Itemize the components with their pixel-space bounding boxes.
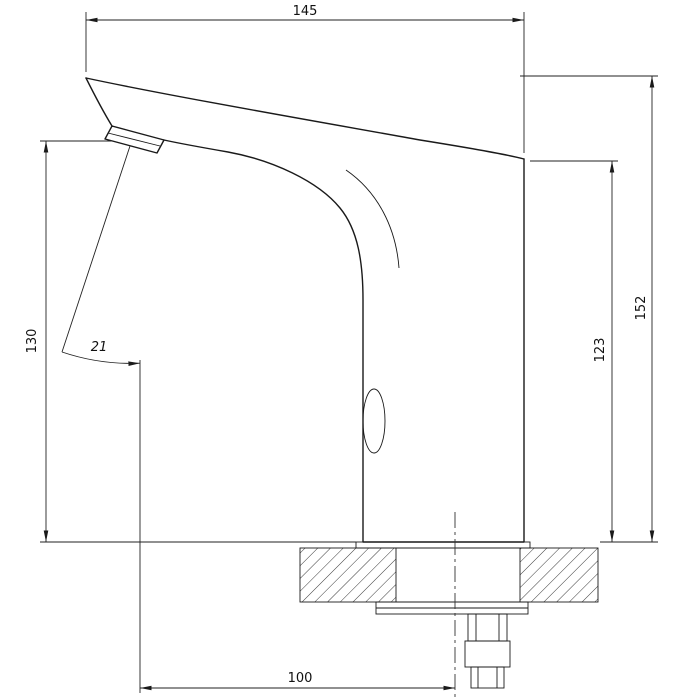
dim-body-height: 123 xyxy=(530,160,618,542)
deck-hatch-left xyxy=(300,548,396,602)
dim-body-height-label: 123 xyxy=(593,338,608,363)
spout-underside xyxy=(85,77,113,127)
sensor-window xyxy=(362,388,386,454)
dim-overall-height: 152 xyxy=(520,75,658,543)
aerator xyxy=(104,125,165,154)
body-outline xyxy=(163,139,525,543)
supply-connector xyxy=(470,666,505,689)
dim-overall-length-label: 145 xyxy=(293,4,318,19)
spout-top-edge xyxy=(85,77,525,160)
base-gasket xyxy=(355,541,531,549)
dim-overall-length: 145 xyxy=(85,4,525,153)
shank xyxy=(467,613,508,642)
dim-outlet-height: 130 xyxy=(25,140,356,543)
spray-direction-line xyxy=(61,145,131,353)
dim-overall-height-label: 152 xyxy=(634,296,649,321)
dim-spray-angle: 21 xyxy=(61,145,141,367)
dim-outlet-offset: 100 xyxy=(139,360,455,693)
angle-arc xyxy=(61,351,141,367)
mounting-nut xyxy=(464,640,511,668)
deck-hatch-right xyxy=(520,548,598,602)
dim-spray-angle-label: 21 xyxy=(91,340,108,355)
faucet-outline xyxy=(85,77,525,543)
dim-outlet-offset-label: 100 xyxy=(288,671,313,686)
aerator-inner-line xyxy=(107,132,161,147)
neck-curve-line xyxy=(345,169,400,269)
mounting-deck xyxy=(299,512,599,698)
dim-outlet-height-label: 130 xyxy=(25,329,40,354)
